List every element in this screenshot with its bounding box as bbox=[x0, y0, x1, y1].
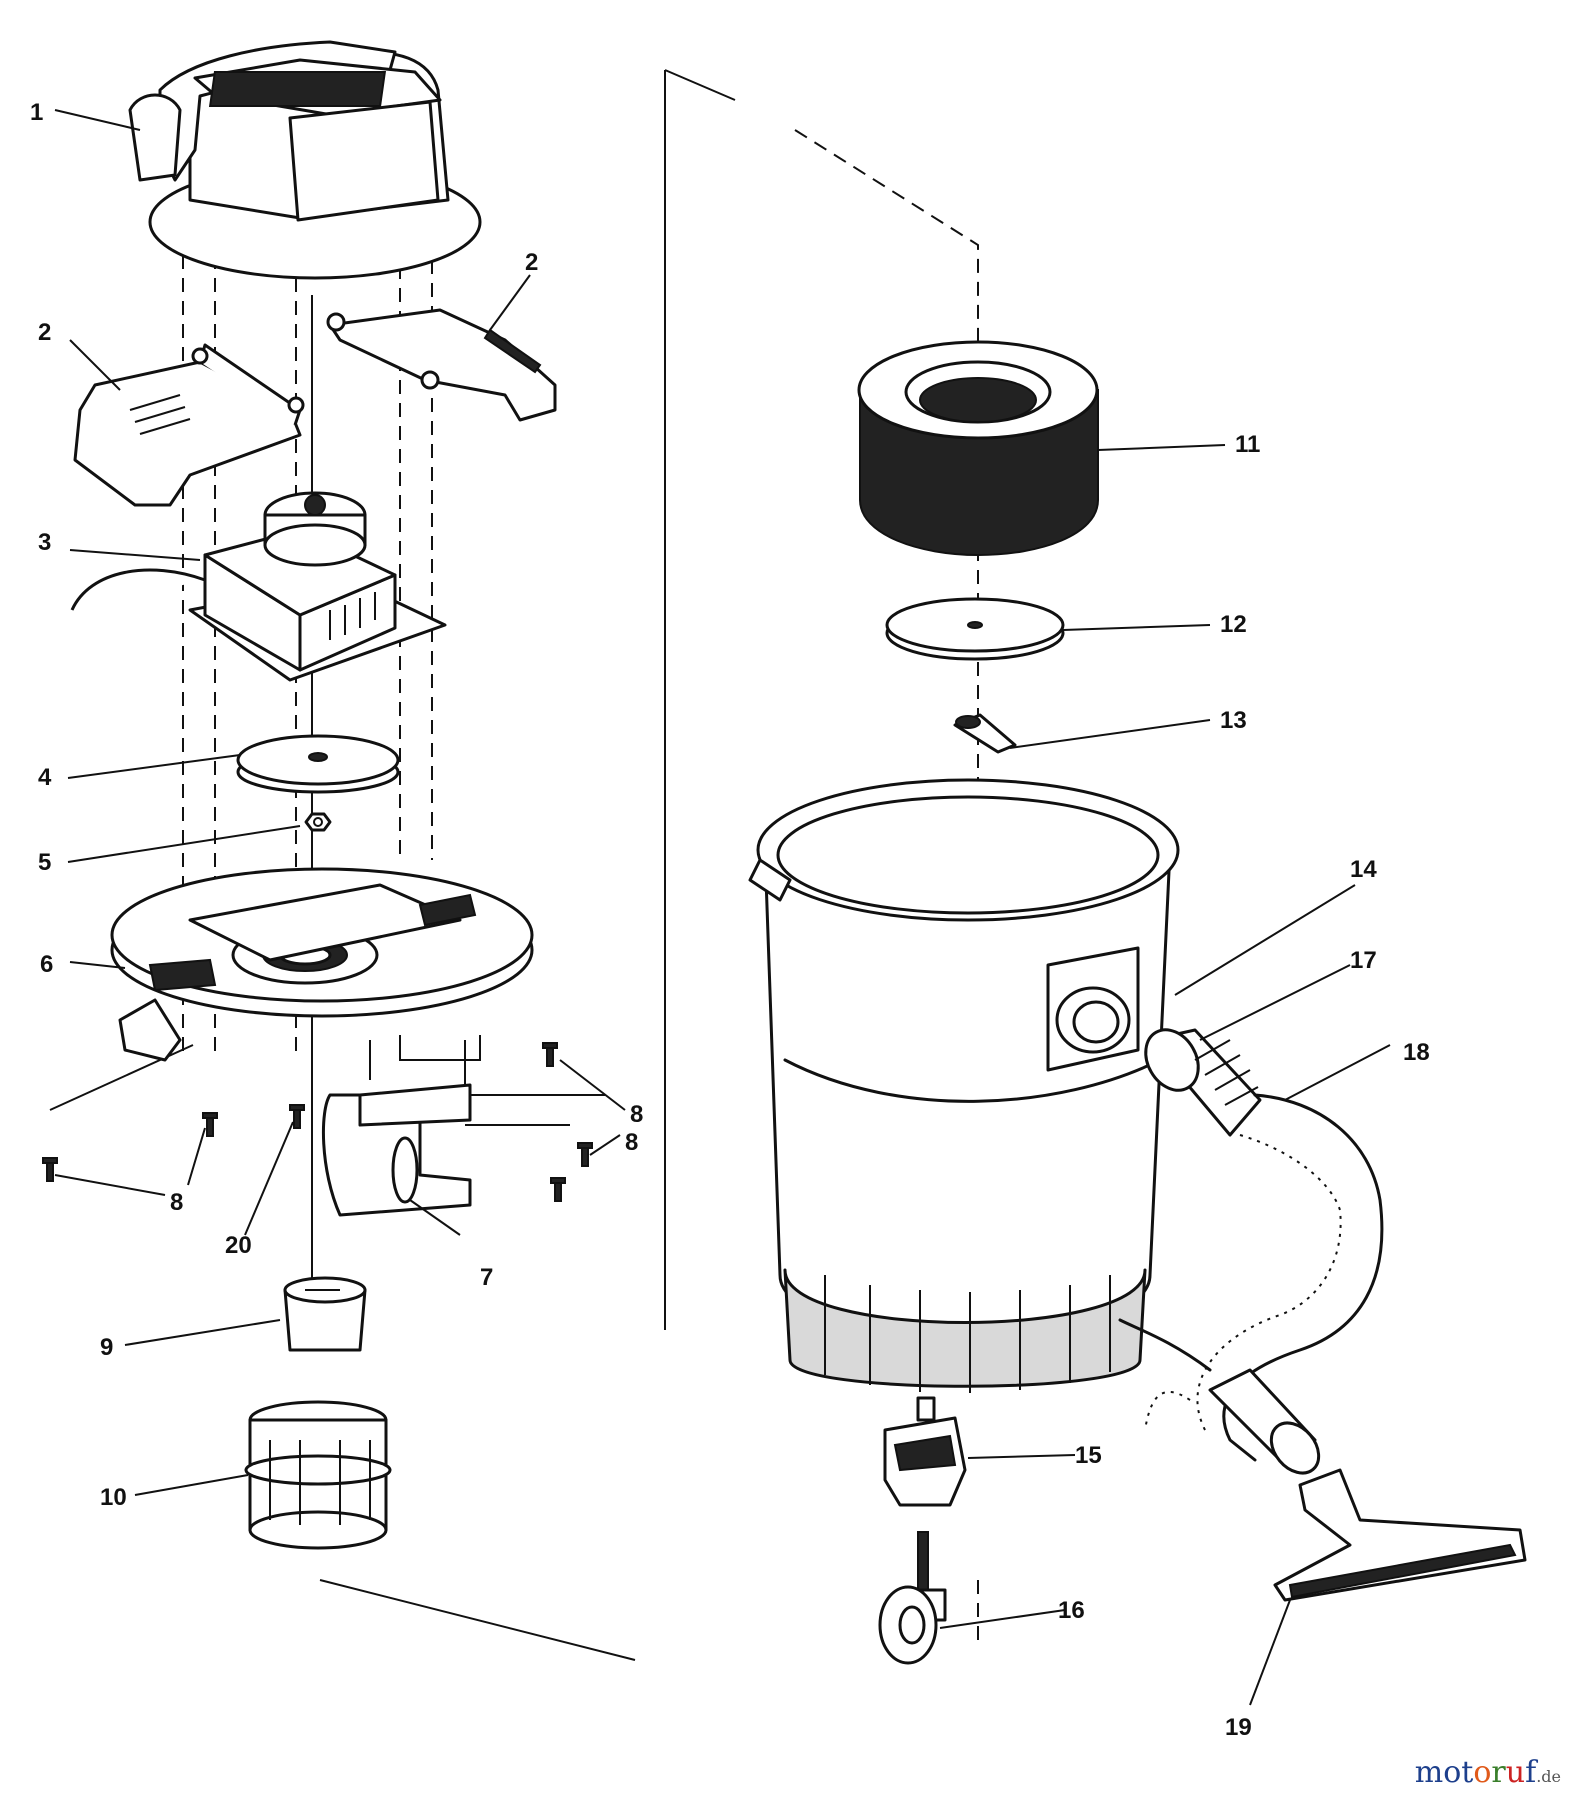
callout-1: 1 bbox=[30, 99, 43, 126]
watermark-part4: u bbox=[1505, 1755, 1526, 1790]
callout-20: 20 bbox=[225, 1232, 252, 1259]
part-5-nut bbox=[304, 812, 332, 832]
part-14-drum bbox=[748, 778, 1180, 1393]
part-17-hose-cuff bbox=[1144, 1028, 1262, 1137]
assembly-divider bbox=[319, 69, 979, 1661]
part-2-right-cover bbox=[326, 308, 557, 422]
callout-13: 13 bbox=[1220, 707, 1247, 734]
callout-9: 9 bbox=[100, 1334, 113, 1361]
callout-labels: 1 2 2 3 4 5 6 7 8 8 8 9 10 11 12 13 14 1… bbox=[30, 99, 1430, 1741]
callout-19: 19 bbox=[1225, 1714, 1252, 1741]
callout-15: 15 bbox=[1075, 1442, 1102, 1469]
callout-16: 16 bbox=[1058, 1597, 1085, 1624]
callout-5: 5 bbox=[38, 849, 51, 876]
part-7-intake bbox=[321, 1083, 472, 1217]
callout-8c: 8 bbox=[625, 1129, 638, 1156]
callout-2a: 2 bbox=[38, 319, 51, 346]
callout-6: 6 bbox=[40, 951, 53, 978]
callout-14: 14 bbox=[1350, 856, 1377, 883]
part-13-wing-nut bbox=[953, 713, 1017, 754]
part-11-filter bbox=[857, 340, 1099, 557]
part-6-base bbox=[110, 867, 534, 1062]
watermark-logo: motoruf.de bbox=[1415, 1755, 1561, 1790]
hose-end-fitting bbox=[1208, 1368, 1321, 1475]
part-2-left-cover bbox=[73, 343, 305, 507]
part-15-caster-socket bbox=[883, 1396, 967, 1507]
callout-8a: 8 bbox=[170, 1189, 183, 1216]
part-1-lid bbox=[128, 40, 482, 280]
callout-2b: 2 bbox=[525, 249, 538, 276]
callout-3: 3 bbox=[38, 529, 51, 556]
watermark-part2: o bbox=[1473, 1755, 1492, 1790]
callout-10: 10 bbox=[100, 1484, 127, 1511]
callout-12: 12 bbox=[1220, 611, 1247, 638]
part-10-connector bbox=[244, 1400, 392, 1550]
part-4-disc bbox=[236, 734, 400, 794]
watermark-suffix: .de bbox=[1536, 1767, 1561, 1786]
leader-lines bbox=[54, 109, 1391, 1706]
callout-4: 4 bbox=[38, 764, 52, 791]
part-19-nozzle bbox=[1273, 1468, 1527, 1602]
part-9-sleeve bbox=[283, 1276, 367, 1352]
watermark-part5: f bbox=[1525, 1755, 1537, 1790]
callout-11: 11 bbox=[1235, 431, 1260, 458]
watermark-part1: mot bbox=[1414, 1755, 1474, 1790]
part-12-filter-lid bbox=[885, 597, 1065, 661]
part-8-screws bbox=[42, 1042, 593, 1202]
callout-17: 17 bbox=[1350, 947, 1377, 974]
watermark-part3: r bbox=[1491, 1755, 1506, 1790]
part-3-motor bbox=[70, 491, 447, 682]
part-16-caster bbox=[878, 1531, 947, 1665]
callout-8b: 8 bbox=[630, 1101, 643, 1128]
callout-7: 7 bbox=[480, 1264, 493, 1291]
callout-18: 18 bbox=[1403, 1039, 1430, 1066]
